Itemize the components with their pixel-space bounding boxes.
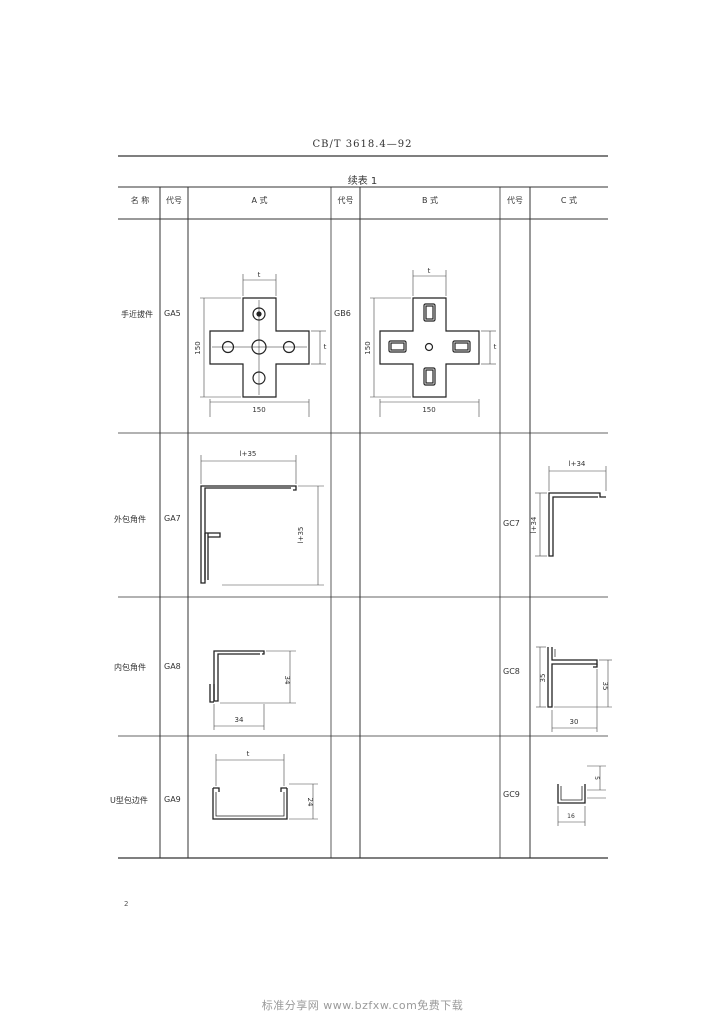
ga8-drawing: [209, 650, 265, 703]
col-header-name: 名 称: [130, 196, 150, 205]
row-2-code-a: GA7: [164, 514, 181, 523]
ga9-dim-top: t: [247, 750, 250, 758]
ga5-dim-left: 150: [194, 341, 202, 354]
gb6-drawing: [379, 297, 480, 398]
row-2-code-c: GC7: [503, 519, 520, 528]
row-1-name: 手近拔件: [121, 310, 153, 319]
ga5-drawing: [209, 297, 310, 398]
table-grid: [118, 155, 608, 859]
table-continuation-title: 续表 1: [347, 176, 378, 187]
gc8-dim-bottom: 30: [570, 718, 579, 726]
row-3-name: 内包角件: [114, 663, 146, 672]
row-4-code-a: GA9: [164, 795, 181, 804]
gc8-drawing: [547, 647, 598, 708]
col-header-style-a: A 式: [251, 196, 268, 205]
ga5-dim-bottom: 150: [252, 406, 265, 414]
gc7-drawing: [548, 492, 606, 557]
row-4-code-c: GC9: [503, 790, 520, 799]
row-4-name: U型包边件: [110, 796, 148, 805]
row-3-code-c: GC8: [503, 667, 520, 676]
gc7-dim-top: l+34: [569, 460, 586, 468]
gb6-dim-left: 150: [364, 341, 372, 354]
ga7-dim-right: l+35: [297, 527, 305, 544]
gb6-dim-bottom: 150: [422, 406, 435, 414]
gc9-drawing: [557, 784, 586, 804]
gc7-dimensions: [535, 466, 607, 557]
col-header-style-b: B 式: [421, 196, 439, 205]
gb6-dim-right: t: [494, 343, 497, 351]
col-header-code-b: 代号: [337, 196, 354, 205]
ga5-dimensions: [200, 274, 326, 417]
page-number: 2: [124, 900, 129, 908]
ga9-dim-right: 24: [306, 798, 314, 807]
row-3-code-a: GA8: [164, 662, 181, 671]
gc9-dimensions: [557, 765, 606, 826]
ga8-dim-right: 34: [283, 676, 291, 685]
watermark: 标准分享网 www.bzfxw.com免费下载: [261, 999, 464, 1012]
gc8-dimensions: [536, 646, 612, 732]
gc9-dim-bottom: 16: [567, 813, 575, 820]
gc8-dim-right: 35: [601, 682, 609, 691]
row-1-code-a: GA5: [164, 309, 181, 318]
standard-number: CB/T 3618.4—92: [312, 139, 413, 150]
col-header-style-c: C 式: [560, 196, 578, 205]
gb6-dim-top: t: [428, 267, 431, 275]
ga8-dimensions: [213, 650, 296, 730]
ga7-drawing: [200, 485, 297, 584]
ga7-dim-top: l+35: [240, 450, 257, 458]
row-1-code-b: GB6: [334, 309, 351, 318]
gc7-dim-left: l+34: [530, 516, 538, 533]
ga9-drawing: [212, 787, 288, 820]
ga9-dimensions: [215, 754, 318, 820]
ga8-dim-bottom: 34: [235, 716, 244, 724]
row-2-name: 外包角件: [114, 515, 146, 524]
gc9-dim-right: 5: [593, 776, 600, 780]
col-header-code-c: 代号: [507, 196, 523, 205]
gc8-dim-left: 35: [539, 674, 547, 683]
ga7-dimensions: [200, 455, 324, 586]
ga5-dim-right: t: [324, 343, 327, 351]
ga5-dim-top: t: [258, 271, 261, 279]
col-header-code-a: 代号: [166, 196, 182, 205]
gb6-dimensions: [370, 270, 496, 417]
